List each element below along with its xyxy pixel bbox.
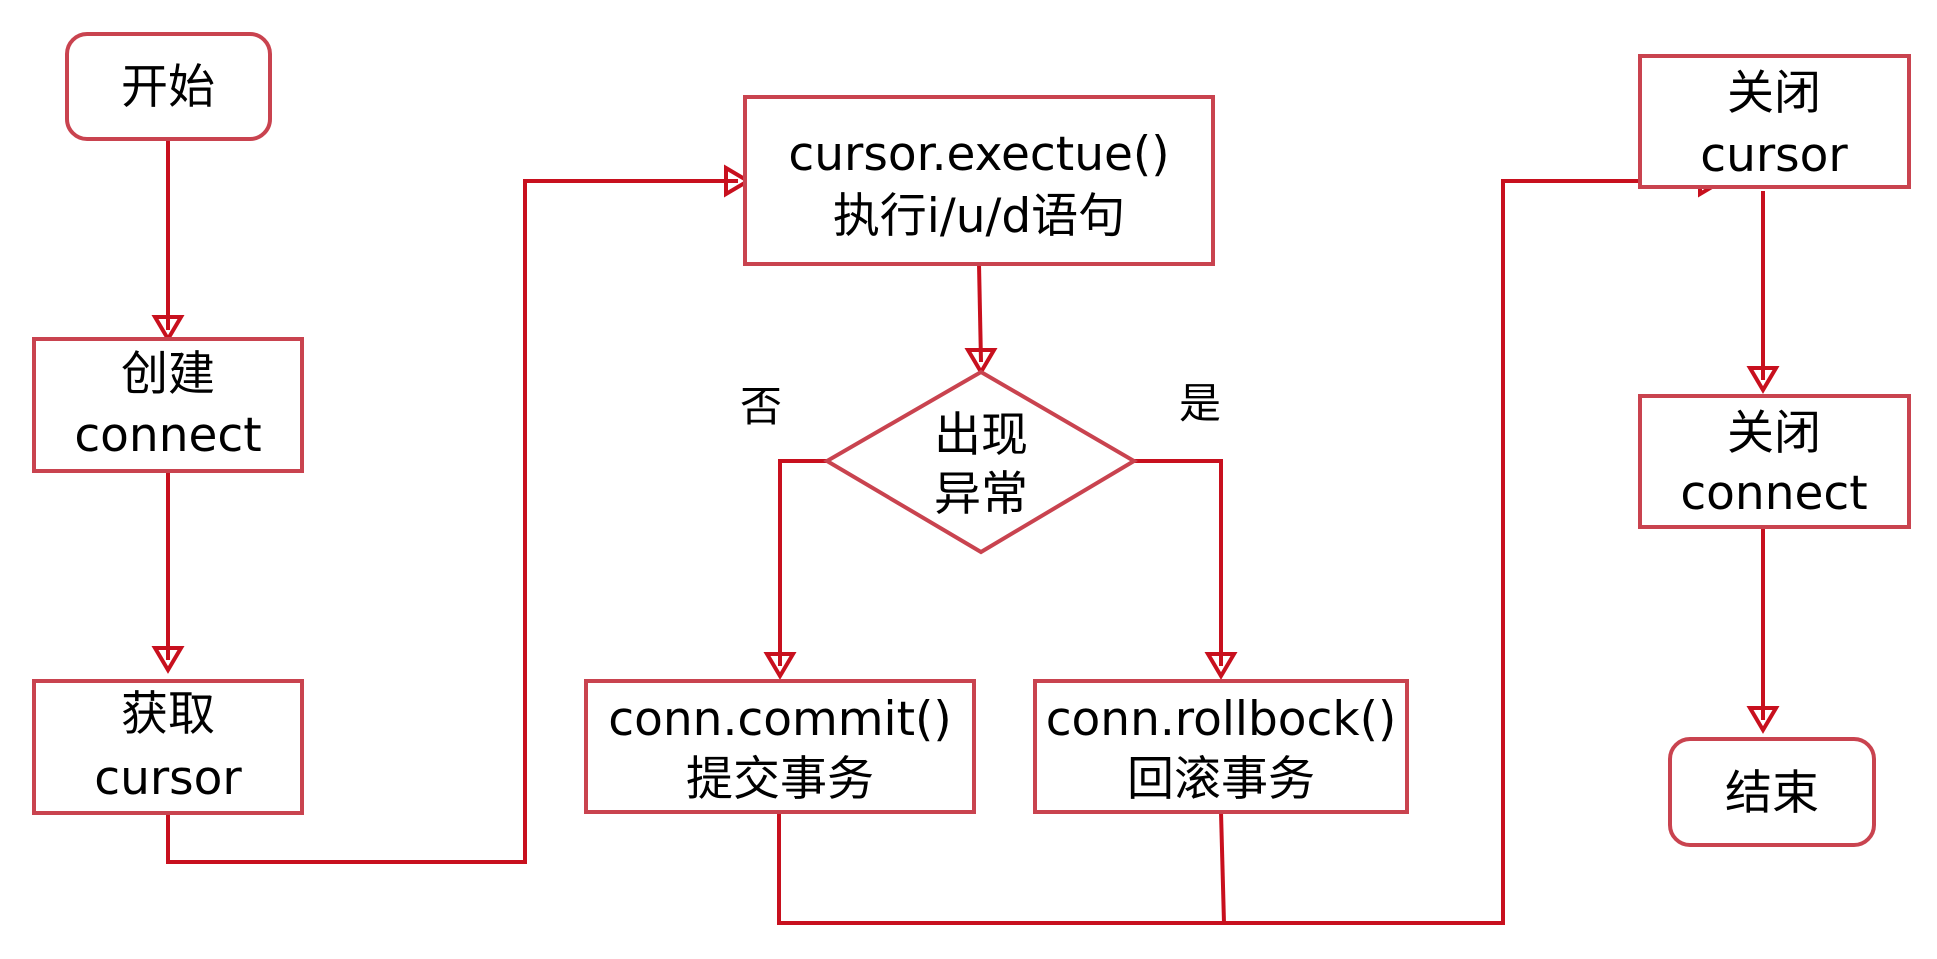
connector-decision-to-rollback xyxy=(1134,459,1223,666)
branch-no-label: 否 xyxy=(740,382,782,431)
get-cursor-shape xyxy=(32,679,304,815)
connectors xyxy=(151,139,1780,925)
create-connect-label-line2: connect xyxy=(74,408,261,463)
get-cursor-node: 获取 cursor xyxy=(32,679,304,815)
connector-commit-to-bottom xyxy=(777,812,1224,925)
connector-rollback-to-bottom xyxy=(1219,811,1226,924)
create-connect-shape xyxy=(32,337,304,473)
commit-shape xyxy=(584,679,976,814)
exception-label-line2: 异常 xyxy=(934,467,1028,522)
commit-label-line2: 提交事务 xyxy=(686,752,874,807)
rollback-shape xyxy=(1033,679,1409,814)
close-cursor-label-line1: 关闭 xyxy=(1727,66,1821,121)
rollback-label-line1: conn.rollbock() xyxy=(1046,692,1397,747)
arrowhead-end xyxy=(1746,706,1780,734)
rollback-label-line2: 回滚事务 xyxy=(1127,752,1315,807)
end-shape xyxy=(1668,737,1876,847)
commit-label-line1: conn.commit() xyxy=(608,692,951,747)
start-shape xyxy=(65,32,272,141)
branch-yes-label: 是 xyxy=(1179,379,1221,428)
execute-node: cursor.exectue() 执行i/u/d语句 xyxy=(743,95,1215,266)
close-cursor-label-line2: cursor xyxy=(1700,128,1848,183)
arrowhead-decision xyxy=(964,348,998,376)
get-cursor-label-line2: cursor xyxy=(94,751,242,806)
execute-label-line1: cursor.exectue() xyxy=(788,127,1169,182)
execute-shape xyxy=(743,95,1215,266)
create-connect-node: 创建 connect xyxy=(32,337,304,473)
arrowhead-execute xyxy=(724,164,752,198)
arrowhead-rollback xyxy=(1204,652,1238,680)
start-node: 开始 xyxy=(65,32,272,141)
end-label: 结束 xyxy=(1725,766,1819,821)
connector-bottom-to-close-cursor xyxy=(1224,179,1712,925)
connector-cursor-to-execute xyxy=(166,179,738,864)
close-connect-node: 关闭 connect xyxy=(1638,394,1911,529)
arrowhead-commit xyxy=(763,652,797,680)
arrowhead-create xyxy=(151,315,185,343)
close-connect-shape xyxy=(1638,394,1911,529)
arrowhead-close-connect xyxy=(1746,366,1780,394)
close-connect-label-line1: 关闭 xyxy=(1727,406,1821,461)
arrowhead-get-cursor xyxy=(151,646,185,674)
get-cursor-label-line1: 获取 xyxy=(121,687,215,742)
execute-label-line2: 执行i/u/d语句 xyxy=(833,189,1125,244)
connector-execute-to-decision xyxy=(977,263,983,363)
connector-decision-to-commit xyxy=(778,459,827,666)
close-cursor-node: 关闭 cursor xyxy=(1638,54,1911,189)
close-cursor-shape xyxy=(1638,54,1911,189)
exception-decision-node: 出现 异常 xyxy=(823,369,1138,555)
start-label: 开始 xyxy=(121,60,215,115)
exception-label-line1: 出现 xyxy=(934,408,1028,463)
end-node: 结束 xyxy=(1668,737,1876,847)
rollback-node: conn.rollbock() 回滚事务 xyxy=(1033,679,1409,814)
close-connect-label-line2: connect xyxy=(1680,466,1867,521)
commit-node: conn.commit() 提交事务 xyxy=(584,679,976,814)
exception-decision-shape xyxy=(823,369,1138,555)
create-connect-label-line1: 创建 xyxy=(121,347,215,402)
